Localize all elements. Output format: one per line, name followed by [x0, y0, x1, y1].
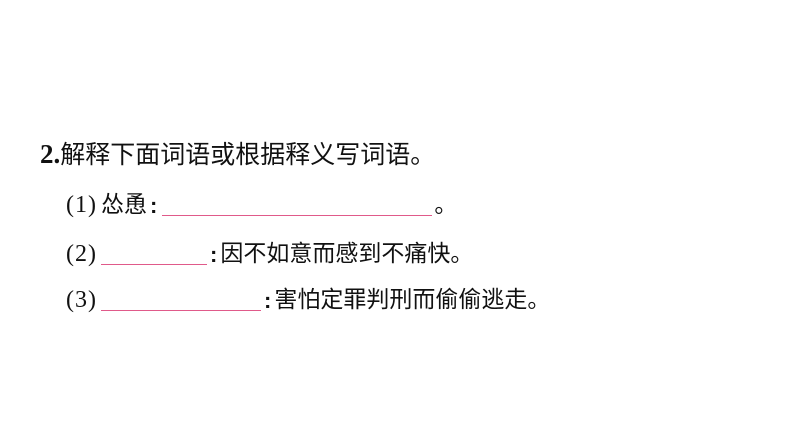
question-number: 2	[40, 139, 54, 169]
item-term: 怂恿	[100, 192, 147, 218]
question-item-2: (2) : 因不如意而感到不痛快。	[66, 230, 473, 268]
item-colon: :	[149, 193, 158, 218]
question-heading: 2.解释下面词语或根据释义写词语。	[40, 136, 435, 173]
item-number: (2)	[66, 241, 97, 267]
item-definition: 因不如意而感到不痛快。	[220, 241, 474, 267]
item-number: (3)	[66, 287, 97, 313]
item-number: (1)	[66, 192, 97, 218]
item-end-punctuation: 。	[434, 192, 458, 218]
item-definition: 害怕定罪判刑而偷偷逃走。	[274, 287, 551, 313]
item-colon: :	[263, 288, 272, 313]
answer-blank-3[interactable]	[100, 280, 261, 311]
question-prompt: 解释下面词语或根据释义写词语。	[60, 140, 436, 169]
question-item-1: (1) 怂恿 : 。	[66, 181, 457, 219]
question-number-dot: .	[53, 139, 61, 169]
question-item-3: (3) : 害怕定罪判刑而偷偷逃走。	[66, 276, 550, 314]
answer-blank-1[interactable]	[162, 185, 433, 216]
item-colon: :	[209, 242, 218, 267]
answer-blank-2[interactable]	[100, 234, 207, 265]
